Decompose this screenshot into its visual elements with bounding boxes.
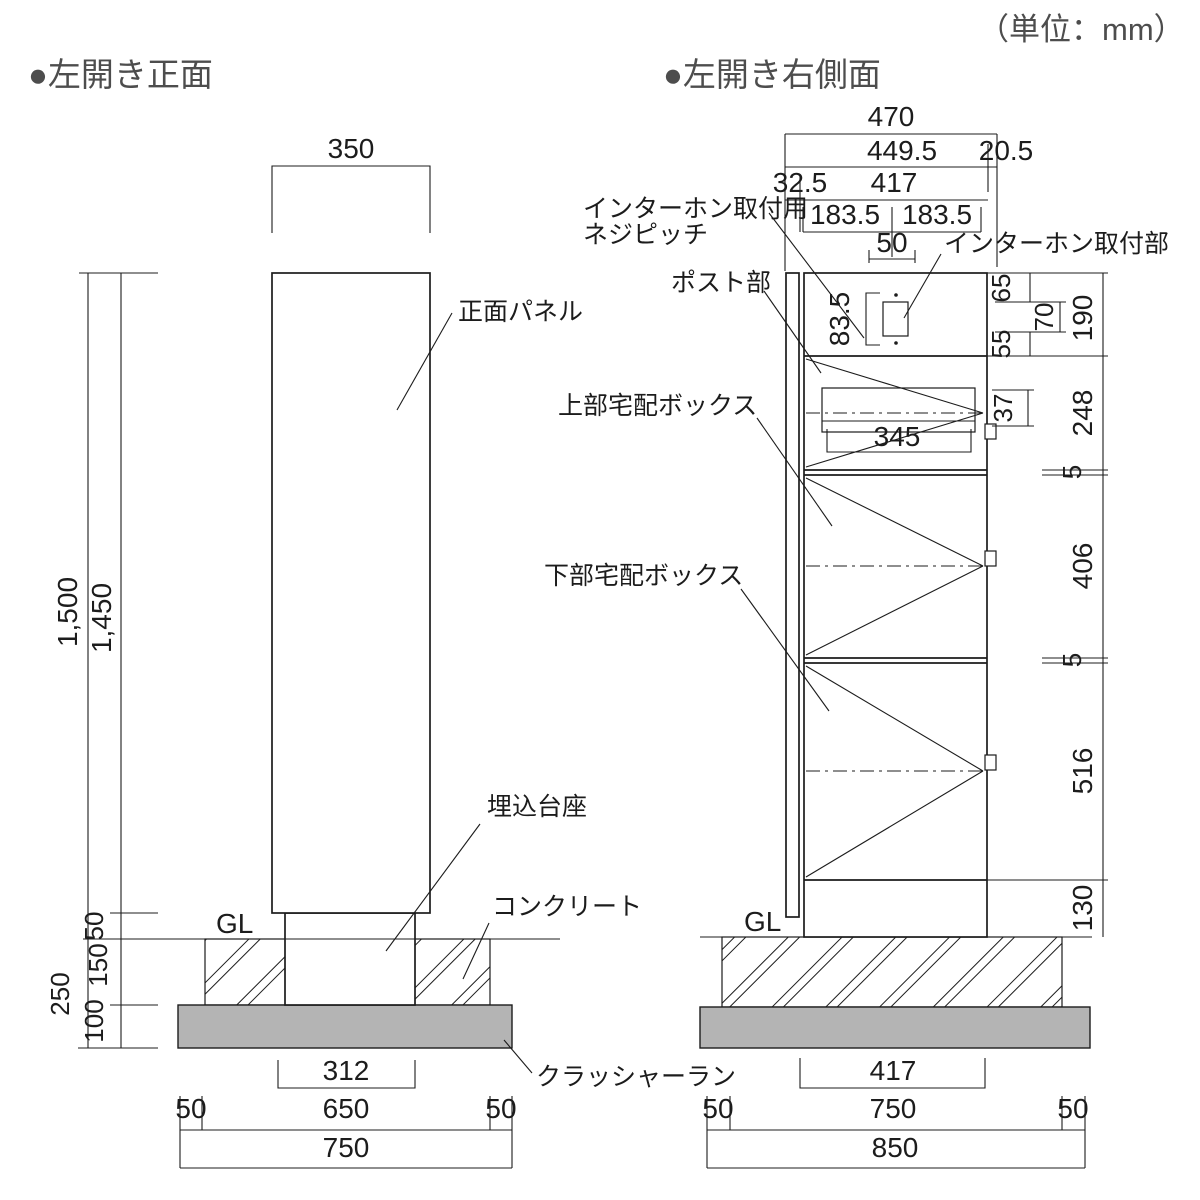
- side-dim-20-5: 20.5: [979, 135, 1034, 166]
- side-crusher-run-bar: [699, 1006, 1091, 1049]
- upper-box-label: 上部宅配ボックス: [558, 392, 757, 420]
- front-bottom-dim-lines: [179, 1096, 513, 1169]
- side-dim-449-5: 449.5: [867, 135, 937, 166]
- side-concrete-section: [721, 936, 1063, 1008]
- door-swing-marks: [805, 358, 984, 878]
- side-dim-130: 130: [1067, 885, 1098, 932]
- front-dim-underground: 250: [45, 972, 75, 1015]
- front-embedded-base: [284, 912, 416, 1006]
- side-section-dividers: [804, 355, 987, 881]
- front-view: 350 GL 1,500 1,450 50 150 100 250 正面パネル …: [45, 133, 736, 1169]
- side-dim-right-50: 50: [1057, 1093, 1088, 1124]
- side-view: 470 449.5 20.5 32.5 417 183.5 183.5 50 8…: [544, 101, 1169, 1169]
- concrete-label: コンクリート: [492, 893, 642, 921]
- screw-dot-bottom: [894, 341, 898, 345]
- front-gl-label: GL: [216, 908, 253, 939]
- side-dim-248: 248: [1067, 390, 1098, 437]
- side-dim-55: 55: [986, 330, 1016, 359]
- screw-pitch-bracket: [865, 292, 880, 346]
- latch-upper-box: [984, 550, 997, 567]
- side-gl-label: GL: [744, 906, 781, 937]
- side-dim-470: 470: [868, 101, 915, 132]
- front-dim-above-gl: 50: [79, 912, 109, 941]
- side-417-bracket: [799, 1058, 986, 1089]
- embedded-base-label: 埋込台座: [487, 793, 587, 821]
- side-bottom-dim-lines: [706, 1096, 1086, 1169]
- side-345-bracket: [826, 429, 972, 453]
- side-dim-5a: 5: [1057, 465, 1087, 479]
- interphone-screw-label-2: ネジピッチ: [583, 221, 708, 249]
- side-dim-32-5: 32.5: [773, 167, 828, 198]
- front-top-dim-bracket: [271, 165, 431, 233]
- side-dim-850: 850: [872, 1132, 919, 1163]
- side-view-title: ●左開き右側面: [663, 56, 881, 93]
- side-dim-left-50: 50: [702, 1093, 733, 1124]
- front-dim-top-width: 350: [328, 133, 375, 164]
- post-section-label: ポスト部: [671, 269, 771, 297]
- crusher-run-label: クラッシャーラン: [536, 1063, 736, 1091]
- front-312-bracket: [277, 1060, 416, 1089]
- side-dim-base-width: 417: [870, 1055, 917, 1086]
- interphone-mount-leader: [903, 253, 942, 319]
- side-dim-83-5: 83.5: [824, 292, 855, 347]
- side-height-dim-lines: [987, 272, 1108, 937]
- interphone-mount-box: [882, 301, 909, 337]
- side-dim-516: 516: [1067, 748, 1098, 795]
- screw-dot-top: [894, 293, 898, 297]
- front-dim-right-50: 50: [485, 1093, 516, 1124]
- front-dim-650: 650: [323, 1093, 370, 1124]
- embedded-base-leader: [385, 823, 481, 952]
- front-panel-leader: [396, 312, 453, 411]
- side-dim-345: 345: [874, 421, 921, 452]
- interphone-mount-label: インターホン取付部: [944, 230, 1169, 258]
- concrete-leader: [462, 922, 490, 980]
- lower-box-label: 下部宅配ボックス: [544, 562, 743, 590]
- side-dim-183-5-l: 183.5: [810, 199, 880, 230]
- front-dim-crusher-t: 100: [79, 999, 109, 1042]
- interphone-screw-label-1: インターホン取付用: [583, 195, 808, 223]
- latch-lower-box: [984, 754, 997, 771]
- front-dim-total-height: 1,500: [52, 577, 83, 647]
- latch-post: [984, 423, 997, 440]
- side-front-panel-edge: [785, 272, 800, 918]
- side-dim-50-pitch: 50: [876, 227, 907, 258]
- interphone-screw-leader: [768, 212, 865, 339]
- side-dim-190: 190: [1067, 295, 1098, 342]
- side-dim-70: 70: [1029, 303, 1059, 332]
- unit-note: （単位：mm）: [978, 12, 1185, 47]
- front-view-title: ●左開き正面: [28, 56, 213, 93]
- front-dim-panel-height: 1,450: [86, 583, 117, 653]
- post-section-leader: [763, 290, 822, 374]
- front-panel-body: [271, 272, 431, 914]
- crusher-run-leader: [503, 1039, 533, 1074]
- front-crusher-run-bar: [177, 1004, 513, 1049]
- side-dim-37: 37: [988, 394, 1018, 423]
- side-dim-750: 750: [870, 1093, 917, 1124]
- side-unit-body: [803, 272, 988, 938]
- front-dim-750: 750: [323, 1132, 370, 1163]
- side-dim-5b: 5: [1057, 653, 1087, 667]
- front-panel-label: 正面パネル: [458, 298, 583, 326]
- side-dim-417-top: 417: [871, 167, 918, 198]
- side-dim-65: 65: [986, 274, 1016, 303]
- side-dim-406: 406: [1067, 543, 1098, 590]
- side-top-dim-lines: [784, 133, 998, 271]
- upper-box-leader: [756, 417, 833, 527]
- front-dim-left-50: 50: [175, 1093, 206, 1124]
- lower-box-leader: [740, 588, 830, 712]
- front-dim-concrete-t: 150: [83, 943, 113, 986]
- front-dim-base-width: 312: [323, 1055, 370, 1086]
- side-dim-183-5-r: 183.5: [902, 199, 972, 230]
- front-height-dim-lines: [78, 272, 158, 1049]
